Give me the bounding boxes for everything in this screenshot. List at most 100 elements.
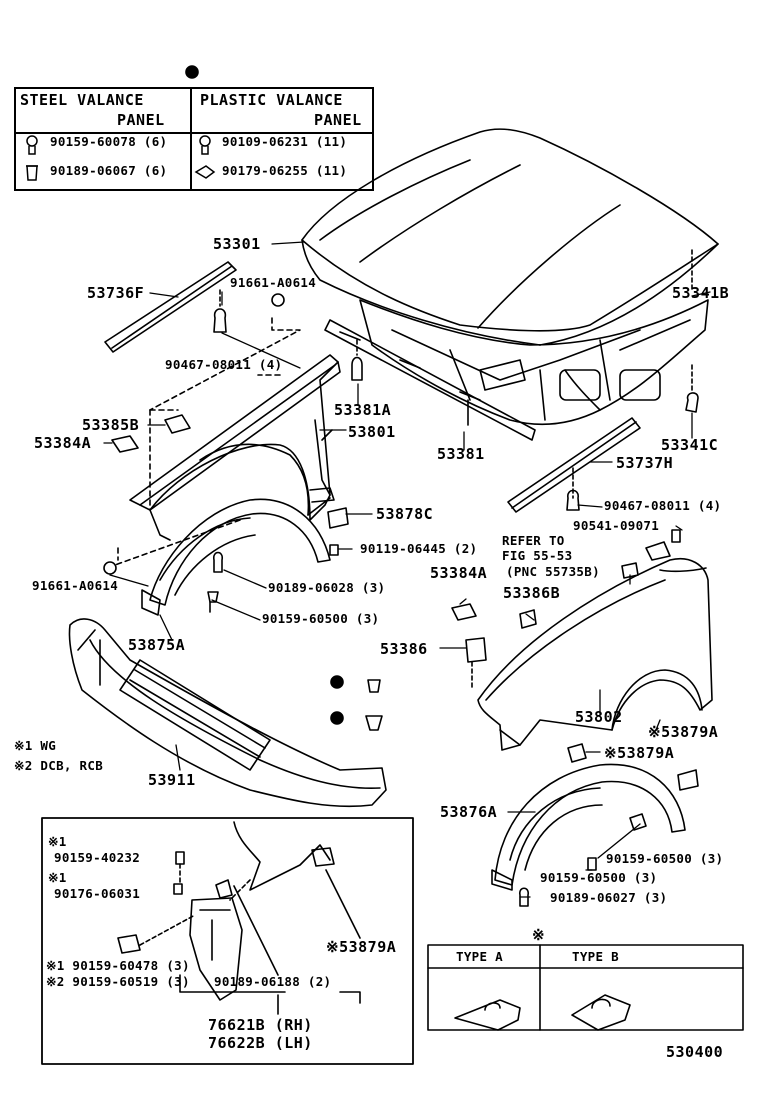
hood-cushion-drawing bbox=[351, 356, 363, 381]
label-53341B: 53341B bbox=[672, 284, 730, 302]
type-box-frame bbox=[427, 944, 744, 1031]
label-91661-left: 91661-A0614 bbox=[32, 578, 119, 593]
label-53879A-box: ※53879A bbox=[326, 938, 397, 956]
steel-fastener-2: 90189-06067 (6) bbox=[50, 163, 168, 178]
figure-number: 530400 bbox=[666, 1043, 724, 1061]
label-53384A-right: 53384A bbox=[430, 564, 488, 582]
label-53381: 53381 bbox=[437, 445, 485, 463]
note-dcb-rcb: ※2 DCB, RCB bbox=[14, 758, 104, 773]
label-90159-60519: ※2 90159-60519 (3) bbox=[46, 974, 190, 989]
label-53385B: 53385B bbox=[82, 416, 140, 434]
label-76621B: 76621B (RH) bbox=[208, 1016, 313, 1034]
washer-91661-top-icon bbox=[271, 293, 285, 307]
clip-90467-top-drawing bbox=[213, 308, 227, 333]
solid-dot-icon bbox=[185, 65, 199, 79]
clip-90189-06027-drawing bbox=[519, 887, 529, 907]
front-valance-drawing bbox=[68, 618, 387, 808]
label-90119: 90119-06445 (2) bbox=[360, 541, 478, 556]
label-53801: 53801 bbox=[348, 423, 396, 441]
grommet-53386-drawing bbox=[465, 637, 487, 663]
label-90159-60500-r1: 90159-60500 (3) bbox=[606, 851, 724, 866]
seal-strip-right-drawing bbox=[507, 417, 641, 513]
note-wg: ※1 WG bbox=[14, 738, 57, 753]
type-b-label: TYPE B bbox=[572, 949, 619, 964]
nut-53879A-drawing bbox=[567, 743, 587, 763]
label-53911: 53911 bbox=[148, 771, 196, 789]
label-53386: 53386 bbox=[380, 640, 428, 658]
clip-90189-06028-drawing bbox=[213, 551, 223, 573]
refer-line2: FIG 55-53 bbox=[502, 548, 573, 563]
label-90467-right: 90467-08011 (4) bbox=[604, 498, 722, 513]
right-fender-drawing bbox=[477, 558, 713, 751]
label-90176-06031: 90176-06031 bbox=[54, 886, 141, 901]
label-91661-top: 91661-A0614 bbox=[230, 275, 317, 290]
leader-lines bbox=[103, 241, 711, 898]
label-53737H: 53737H bbox=[616, 454, 674, 472]
label-53386B: 53386B bbox=[503, 584, 561, 602]
nut-53386B-drawing bbox=[519, 609, 537, 629]
left-fender-liner-drawing bbox=[141, 498, 331, 616]
screw-valance-top-drawing bbox=[367, 679, 381, 693]
label-53876A: 53876A bbox=[440, 803, 498, 821]
leader-dashes-left bbox=[114, 317, 301, 566]
bolt-90159-r2-drawing bbox=[587, 857, 597, 871]
label-53879A-2: ※53879A bbox=[604, 744, 675, 762]
type-a-label: TYPE A bbox=[456, 949, 503, 964]
bracket-53384A-left-drawing bbox=[111, 435, 139, 453]
label-90189-06028: 90189-06028 (3) bbox=[268, 580, 386, 595]
retainer-refer-drawing bbox=[645, 541, 671, 561]
label-53301: 53301 bbox=[213, 235, 261, 253]
steel-header-line2: PANEL bbox=[117, 111, 165, 129]
label-53381A: 53381A bbox=[334, 401, 392, 419]
left-fender-drawing bbox=[129, 354, 341, 541]
plastic-fastener-2: 90179-06255 (11) bbox=[222, 163, 348, 178]
label-90541: 90541-09071 bbox=[573, 518, 660, 533]
bracket-53384A-right-drawing bbox=[451, 603, 477, 621]
steel-header-line1: STEEL VALANCE bbox=[20, 91, 144, 109]
solid-dot-icon bbox=[330, 675, 344, 689]
clip-90541-drawing bbox=[671, 529, 681, 543]
plastic-header-line2: PANEL bbox=[314, 111, 362, 129]
washer-91661-left-icon bbox=[103, 561, 117, 575]
seal-strip-left-drawing bbox=[104, 261, 237, 353]
clip-valance-bottom-drawing bbox=[365, 715, 383, 731]
label-53878C: 53878C bbox=[376, 505, 434, 523]
label-90467-top: 90467-08011 (4) bbox=[165, 357, 283, 372]
label-90189-06188: 90189-06188 (2) bbox=[214, 974, 332, 989]
label-90159-60500-left: 90159-60500 (3) bbox=[262, 611, 380, 626]
refer-line3: (PNC 55735B) bbox=[506, 564, 600, 579]
plastic-header-line1: PLASTIC VALANCE bbox=[200, 91, 343, 109]
bolt-90119-drawing bbox=[329, 544, 339, 556]
solid-dot-icon bbox=[330, 711, 344, 725]
bolt-90159-r1-drawing bbox=[629, 813, 647, 831]
hood-stay-clip-drawing bbox=[685, 392, 699, 413]
refer-line1: REFER TO bbox=[502, 533, 565, 548]
fastener-table bbox=[14, 87, 374, 191]
label-53341C: 53341C bbox=[661, 436, 719, 454]
right-fender-liner-drawing bbox=[491, 763, 699, 891]
label-53384A-left: 53384A bbox=[34, 434, 92, 452]
hood-drawing bbox=[301, 128, 719, 426]
hood-lock-support-drawing bbox=[324, 319, 536, 441]
label-53736F: 53736F bbox=[87, 284, 145, 302]
label-53802: 53802 bbox=[575, 708, 623, 726]
steel-fastener-1: 90159-60078 (6) bbox=[50, 134, 168, 149]
label-53875A: 53875A bbox=[128, 636, 186, 654]
leader-dashes-mudguard bbox=[139, 863, 251, 946]
mudguard-mark-1b: ※1 bbox=[48, 870, 67, 885]
nut-53385B-drawing bbox=[164, 414, 191, 434]
type-b-nut-drawing bbox=[571, 994, 631, 1031]
label-53879A-1: ※53879A bbox=[648, 723, 719, 741]
label-90159-60500-r2: 90159-60500 (3) bbox=[540, 870, 658, 885]
type-a-nut-drawing bbox=[454, 999, 521, 1031]
mudguard-mark-1a: ※1 bbox=[48, 834, 67, 849]
label-90159-40232: 90159-40232 bbox=[54, 850, 141, 865]
label-90189-06027: 90189-06027 (3) bbox=[550, 890, 668, 905]
nut-right-drawing bbox=[621, 562, 639, 579]
mudguard-box-frame bbox=[41, 817, 414, 1065]
label-76622B: 76622B (LH) bbox=[208, 1034, 313, 1052]
label-90159-60478: ※1 90159-60478 (3) bbox=[46, 958, 190, 973]
bracket-53878C-drawing bbox=[327, 507, 349, 529]
mudguard-drawing bbox=[117, 821, 335, 1001]
